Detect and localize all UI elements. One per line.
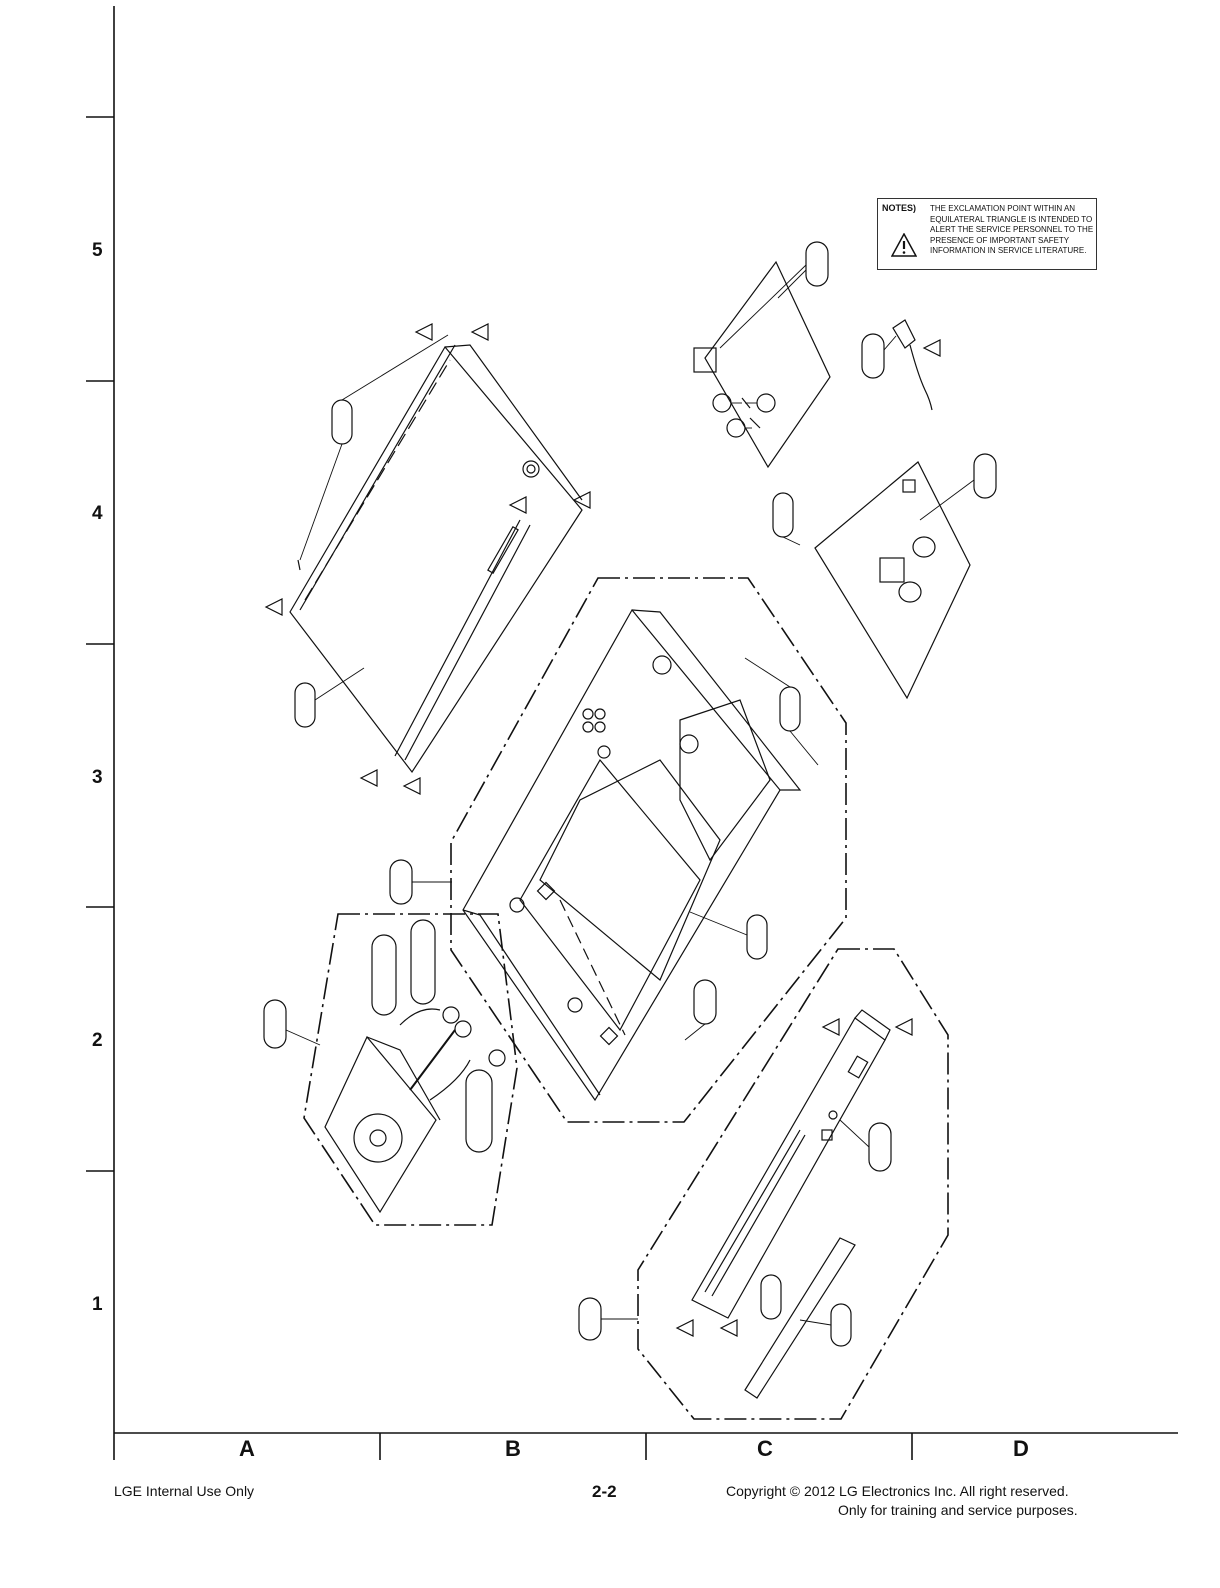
column-label-a: A	[239, 1436, 255, 1461]
row-label-4: 4	[92, 503, 103, 524]
column-label-d: D	[1013, 1436, 1029, 1461]
top-cover	[289, 344, 583, 774]
front-panel	[691, 1009, 891, 1399]
warning-triangle-icon	[891, 233, 917, 257]
footer-page-number: 2-2	[592, 1482, 617, 1501]
dvd-loader	[324, 1008, 471, 1214]
loader-group-outline	[303, 913, 518, 1226]
chassis-group-outline	[450, 577, 847, 1123]
callout-ovals	[263, 241, 997, 1347]
main-chassis	[462, 608, 802, 1102]
leader-lines	[285, 264, 975, 1326]
notes-title: NOTES)	[882, 203, 917, 213]
row-label-5: 5	[92, 240, 103, 261]
notes-text: THE EXCLAMATION POINT WITHIN AN EQUILATE…	[930, 204, 1094, 255]
row-label-3: 3	[92, 767, 103, 788]
column-ticks	[379, 1433, 913, 1460]
main-board	[693, 260, 831, 469]
footer-purpose: Only for training and service purposes.	[838, 1502, 1078, 1518]
footer-copyright: Copyright © 2012 LG Electronics Inc. All…	[726, 1483, 1069, 1499]
footer-internal-use: LGE Internal Use Only	[114, 1483, 255, 1499]
row-label-1: 1	[92, 1294, 103, 1315]
column-label-c: C	[757, 1436, 773, 1461]
row-ticks	[86, 116, 114, 1172]
row-label-2: 2	[92, 1030, 103, 1051]
smps-board	[814, 461, 971, 700]
power-cord	[892, 319, 933, 411]
safety-triangle-markers	[264, 323, 941, 1337]
front-panel-group-outline	[637, 948, 949, 1420]
column-label-b: B	[505, 1436, 521, 1461]
notes-box: NOTES) THE EXCLAMATION POINT WITHIN AN E…	[877, 198, 1097, 270]
